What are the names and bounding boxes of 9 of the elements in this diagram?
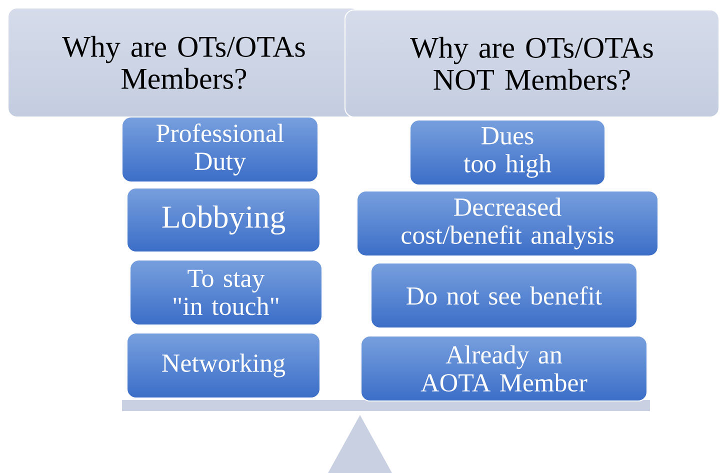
- item-box: Professional Duty: [122, 116, 318, 182]
- item-box: Do not see benefit: [370, 262, 638, 328]
- item-box: Lobbying: [126, 188, 320, 252]
- item-box: Already an AOTA Member: [360, 336, 648, 402]
- item-box: To stay "in touch": [130, 260, 322, 326]
- header-box: Why are OTs/OTAs NOT Members?: [344, 10, 720, 118]
- item-box: Dues too high: [410, 120, 606, 186]
- item-box: Networking: [126, 332, 320, 398]
- item-box: Decreased cost/benefit analysis: [356, 190, 658, 256]
